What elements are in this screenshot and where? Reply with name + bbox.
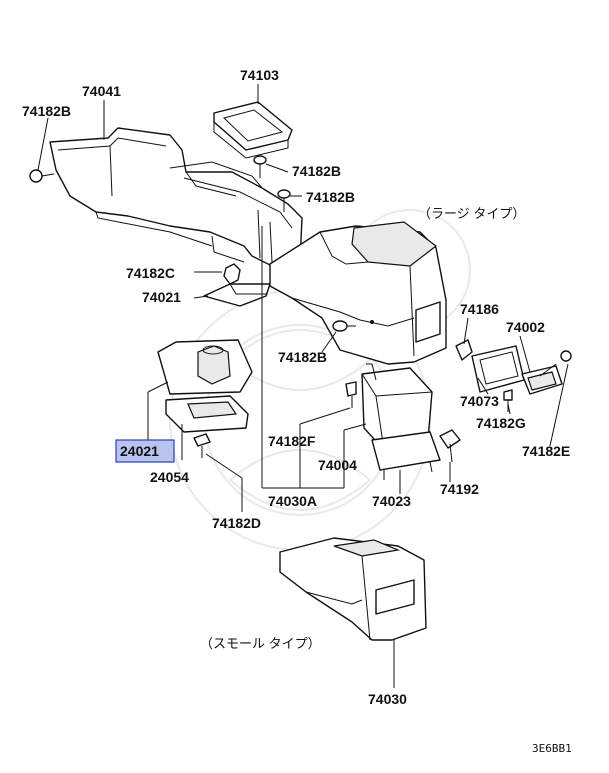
label-74182E: 74182E <box>522 443 570 459</box>
note-large-type: （ラージ タイプ） <box>418 206 525 221</box>
part-labels: 74103 74041 74182B 74182B 74182B （ラージ タイ… <box>22 67 572 755</box>
label-74073: 74073 <box>460 393 499 409</box>
label-74182C: 74182C <box>126 265 175 281</box>
screw-74182E <box>539 350 572 377</box>
label-74030A: 74030A <box>268 493 317 509</box>
label-74004: 74004 <box>318 457 357 473</box>
label-74023: 74023 <box>372 493 411 509</box>
label-74186: 74186 <box>460 301 499 317</box>
bezel-74073 <box>471 345 525 393</box>
label-74182G: 74182G <box>476 415 526 431</box>
label-74041: 74041 <box>82 83 121 99</box>
screw-74182B-left <box>29 169 55 183</box>
bracket-24054 <box>165 395 249 433</box>
panel-74002 <box>521 365 563 395</box>
label-24021: 24021 <box>120 443 159 459</box>
tray-74103 <box>213 101 293 159</box>
clip-74182C <box>223 263 241 285</box>
rear-console-small-74030 <box>279 537 427 641</box>
screw-74182G <box>503 389 513 412</box>
shift-boot <box>157 339 253 395</box>
label-74030: 74030 <box>368 691 407 707</box>
label-74002: 74002 <box>506 319 545 335</box>
note-small-type: （スモール タイプ） <box>200 636 321 651</box>
front-console-74041 <box>49 127 303 269</box>
label-74182B-left: 74182B <box>22 103 71 119</box>
screw-74182B-lower <box>332 320 356 332</box>
screw-74182B-upper <box>253 155 267 178</box>
label-74182B-upper: 74182B <box>292 163 341 179</box>
screw-74182B-middle <box>277 189 291 212</box>
screw-74182F <box>345 381 357 408</box>
label-74182B-lower: 74182B <box>278 349 327 365</box>
label-74182F: 74182F <box>268 433 316 449</box>
screw-74182D <box>193 433 211 458</box>
diagram-code: 3E6BB1 <box>532 742 572 755</box>
rear-console-large-74030A <box>269 221 447 365</box>
highlight-24021 <box>115 439 175 463</box>
leader-lines <box>37 84 569 688</box>
label-74021: 74021 <box>142 289 181 305</box>
label-74103: 74103 <box>240 67 279 83</box>
label-74182D: 74182D <box>212 515 261 531</box>
label-74182B-middle: 74182B <box>306 189 355 205</box>
base-bracket-74023 <box>371 431 441 480</box>
label-24054: 24054 <box>150 469 189 485</box>
bracket-74021 <box>203 283 271 307</box>
bolt-74192 <box>439 429 461 463</box>
label-74192: 74192 <box>440 481 479 497</box>
